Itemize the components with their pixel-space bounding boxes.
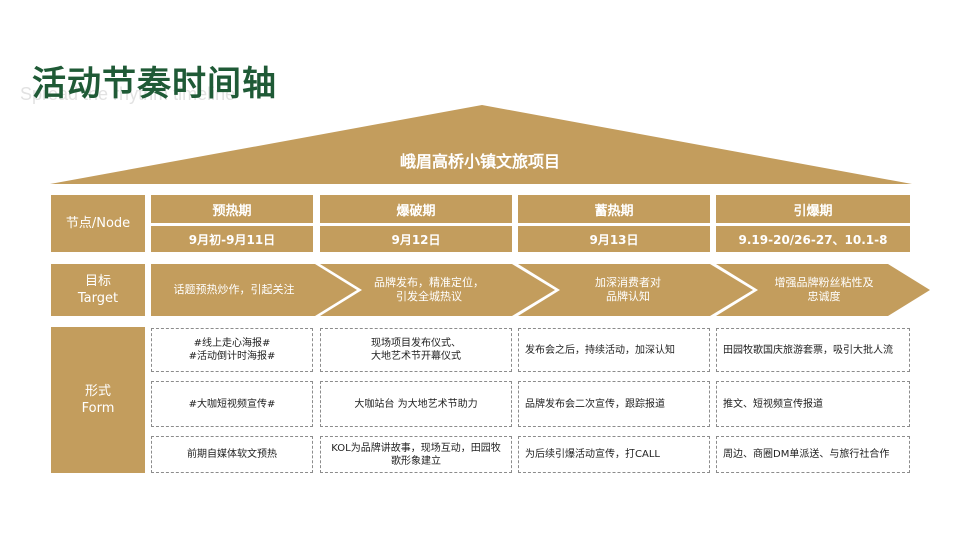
phase-date: 9月12日 — [320, 226, 512, 252]
phase-name: 引爆期 — [716, 195, 910, 223]
row-label-target: 目标 Target — [51, 264, 145, 316]
form-item: 田园牧歌国庆旅游套票，吸引大批人流 — [716, 328, 910, 372]
project-name: 峨眉高桥小镇文旅项目 — [399, 152, 560, 171]
phase-target: 加深消费者对 品牌认知 — [595, 276, 661, 303]
phase-target: 品牌发布，精准定位， 引发全城热议 — [374, 276, 484, 303]
form-item: 现场项目发布仪式、 大地艺术节开幕仪式 — [320, 328, 512, 372]
row-label-node: 节点/Node — [51, 195, 145, 252]
form-item: KOL为品牌讲故事，现场互动，田园牧 歌形象建立 — [320, 436, 512, 473]
phase-target: 增强品牌粉丝粘性及 忠诚度 — [774, 276, 874, 303]
page-subtitle: Spread the rhythm timeline — [20, 84, 236, 104]
phase-date: 9月初-9月11日 — [151, 226, 313, 252]
form-item: 为后续引爆活动宣传，打CALL — [518, 436, 710, 473]
page-title: 活动节奏时间轴 — [32, 64, 277, 104]
form-item: #线上走心海报# #活动倒计时海报# — [151, 328, 313, 372]
form-item: #大咖短视频宣传# — [151, 381, 313, 427]
row-label-target-cn: 目标 — [84, 274, 111, 289]
roof-triangle — [50, 105, 912, 184]
form-item: 发布会之后，持续活动，加深认知 — [518, 328, 710, 372]
phase-date: 9月13日 — [518, 226, 710, 252]
form-item: 推文、短视频宣传报道 — [716, 381, 910, 427]
form-item: 大咖站台 为大地艺术节助力 — [320, 381, 512, 427]
phase-date: 9.19-20/26-27、10.1-8 — [716, 226, 910, 252]
phase-name: 预热期 — [151, 195, 313, 223]
phase-target: 话题预热炒作，引起关注 — [173, 283, 295, 296]
row-label-form-cn: 形式 — [84, 384, 111, 399]
phase-name: 爆破期 — [320, 195, 512, 223]
form-item: 周边、商圈DM单派送、与旅行社合作 — [716, 436, 910, 473]
row-label-form: 形式 Form — [51, 327, 145, 473]
row-label-target-en: Target — [77, 291, 119, 306]
form-item: 前期自媒体软文预热 — [151, 436, 313, 473]
form-item: 品牌发布会二次宣传，跟踪报道 — [518, 381, 710, 427]
row-label-form-en: Form — [81, 401, 115, 416]
phase-name: 蓄热期 — [518, 195, 710, 223]
